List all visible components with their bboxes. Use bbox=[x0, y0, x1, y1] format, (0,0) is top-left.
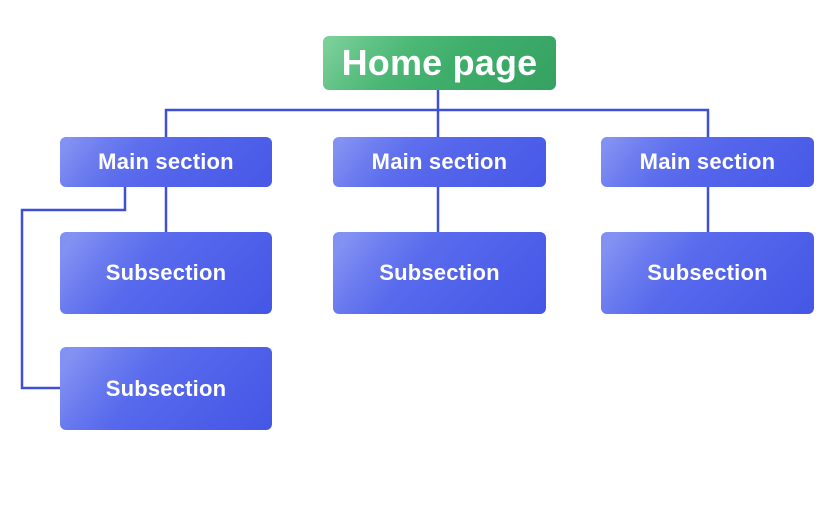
subsection-node-3-1: Subsection bbox=[601, 232, 814, 314]
subsection-label-2-1: Subsection bbox=[379, 260, 500, 285]
connector-root-to-sections bbox=[164, 90, 710, 137]
subsection-label-3-1: Subsection bbox=[647, 260, 768, 285]
main-section-label-3: Main section bbox=[639, 149, 776, 174]
subsection-node-1-1: Subsection bbox=[60, 232, 272, 314]
subsection-label-1-1: Subsection bbox=[105, 260, 227, 285]
main-section-label-1: Main section bbox=[98, 149, 234, 174]
subsection-node-2-1: Subsection bbox=[333, 232, 546, 314]
home-page-node: Home page bbox=[323, 36, 556, 90]
main-section-node-3: Main section bbox=[601, 137, 814, 187]
connector-section-1-to-subsection-2 bbox=[20, 187, 127, 390]
subsection-node-1-2: Subsection bbox=[60, 347, 272, 430]
main-section-node-1: Main section bbox=[60, 137, 272, 187]
home-page-label: Home page bbox=[341, 42, 538, 83]
subsection-label-1-2: Subsection bbox=[105, 375, 227, 401]
main-section-label-2: Main section bbox=[371, 149, 508, 174]
main-section-node-2: Main section bbox=[333, 137, 546, 187]
